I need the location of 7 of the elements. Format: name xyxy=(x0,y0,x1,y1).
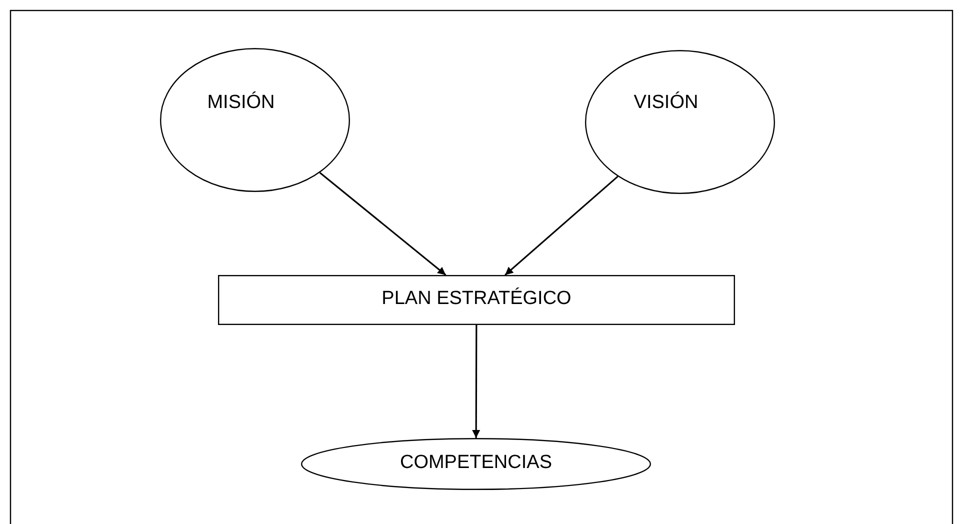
arrow xyxy=(472,325,480,438)
node-label: PLAN ESTRATÉGICO xyxy=(382,288,572,309)
node-label: VISIÓN xyxy=(634,92,698,113)
node-label: MISIÓN xyxy=(207,92,275,113)
node-label: COMPETENCIAS xyxy=(400,452,552,473)
arrow xyxy=(319,172,446,276)
arrow xyxy=(504,176,618,276)
